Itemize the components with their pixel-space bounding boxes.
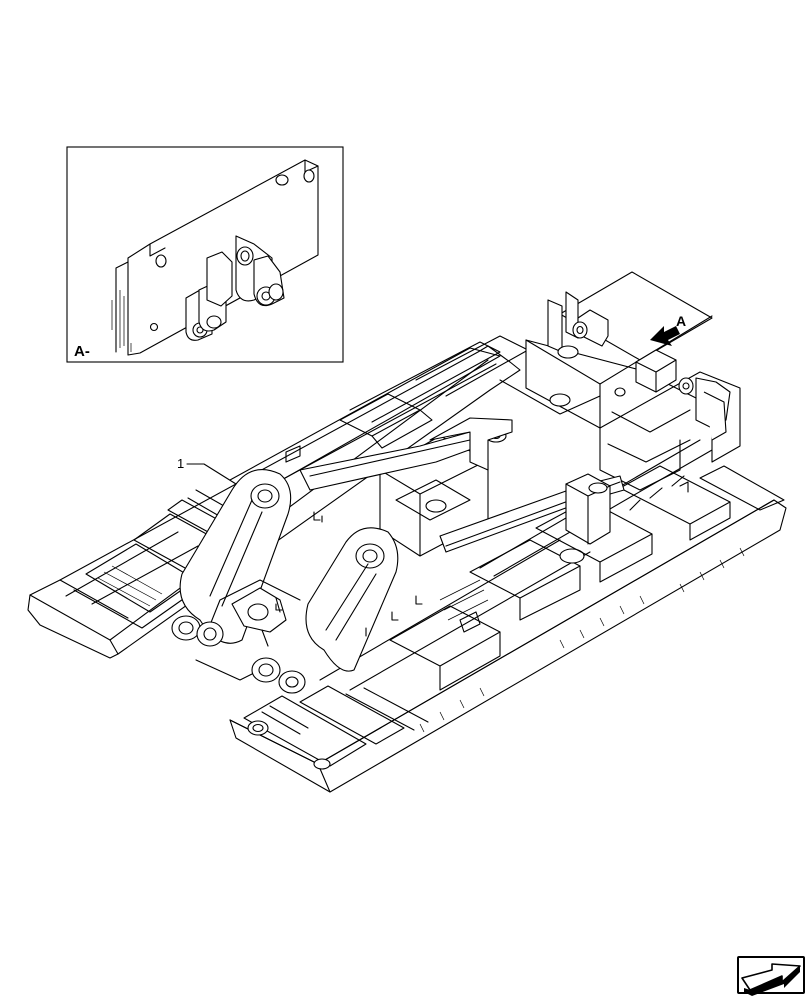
- next-page-arrow-icon[interactable]: [737, 956, 805, 996]
- view-direction-arrow: A: [650, 313, 686, 346]
- detail-view-inset: A-: [66, 146, 344, 363]
- callout-1: 1: [177, 456, 237, 485]
- detail-view-label: A-: [74, 343, 90, 360]
- view-marker-label: A: [676, 313, 686, 329]
- frame-assembly: [27, 271, 787, 793]
- callout-number: 1: [177, 456, 184, 471]
